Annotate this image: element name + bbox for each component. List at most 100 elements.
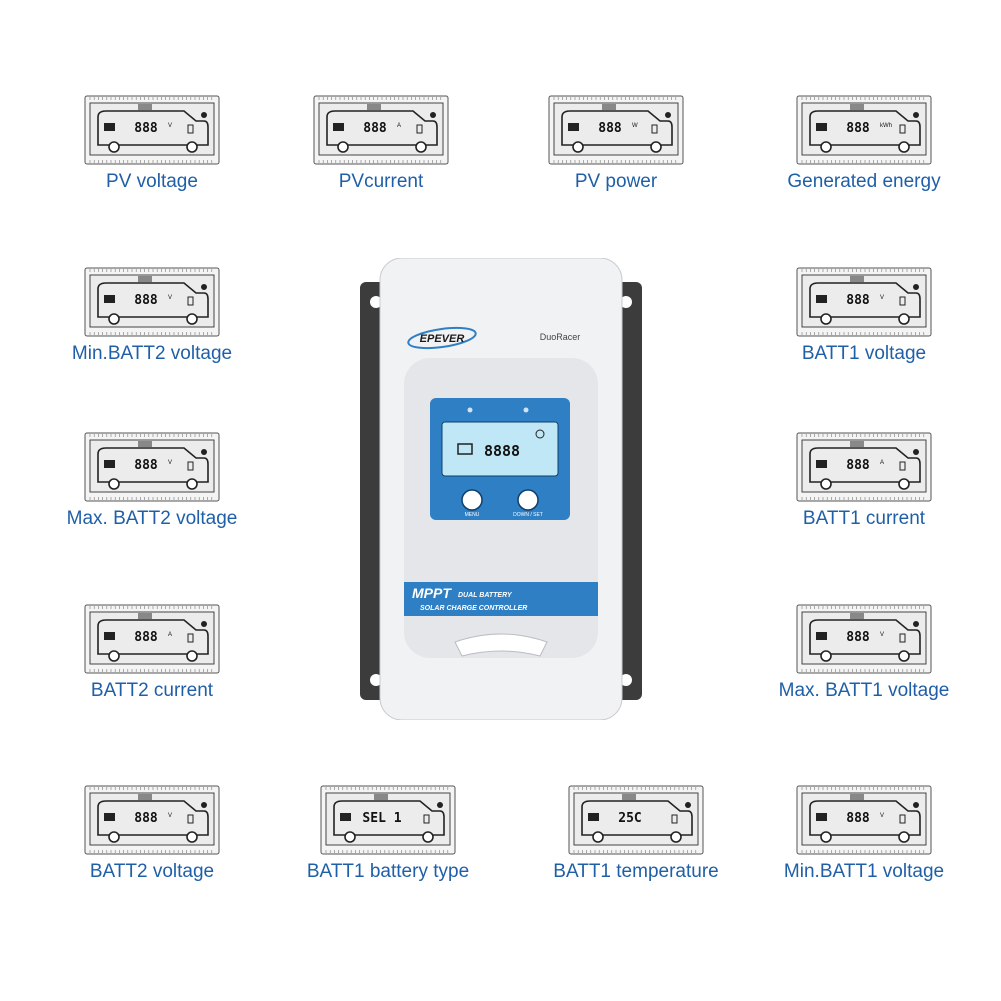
- battery-small-icon: [651, 124, 658, 134]
- battery-small-icon: [899, 814, 906, 824]
- solar-panel-icon: [138, 794, 152, 800]
- solar-panel-icon: [138, 276, 152, 282]
- lcd-digits: 888: [134, 121, 158, 136]
- sun-icon: [913, 802, 919, 808]
- battery-icon: [340, 813, 351, 821]
- sun-icon: [201, 802, 207, 808]
- device-lcd: [441, 421, 559, 477]
- wheel-icon: [108, 478, 120, 490]
- van-outline-icon: [809, 110, 921, 146]
- lcd-unit: V: [880, 295, 884, 301]
- lcd-digits: 888: [846, 293, 870, 308]
- lcd-digits: 888: [846, 121, 870, 136]
- lcd-screen: SEL 1: [320, 785, 456, 855]
- van-outline-icon: [581, 800, 693, 836]
- screen-min-batt1-voltage: 888 V Min.BATT1 voltage: [754, 785, 974, 883]
- lcd-screen: 888 V: [796, 785, 932, 855]
- van-outline-icon: [809, 447, 921, 483]
- lcd-digits: 888: [846, 811, 870, 826]
- battery-small-icon: [899, 124, 906, 134]
- brand-logo: EPEVER: [420, 333, 465, 345]
- van-outline-icon: [97, 800, 209, 836]
- solar-panel-icon: [138, 613, 152, 619]
- battery-small-icon: [423, 814, 430, 824]
- screen-caption: PV voltage: [106, 171, 198, 192]
- screen-batt1-voltage: 888 V BATT1 voltage: [754, 267, 974, 365]
- battery-small-icon: [187, 814, 194, 824]
- sun-icon: [665, 112, 671, 118]
- down-set-button[interactable]: [517, 489, 539, 511]
- wheel-icon: [186, 478, 198, 490]
- battery-small-icon: [187, 461, 194, 471]
- van-outline-icon: [333, 800, 445, 836]
- screen-caption: Min.BATT1 voltage: [783, 861, 945, 882]
- wheel-icon: [898, 141, 910, 153]
- solar-panel-icon: [367, 104, 381, 110]
- lcd-digits: 888: [134, 811, 158, 826]
- banner-solar-charge-controller: SOLAR CHARGE CONTROLLER: [420, 605, 527, 612]
- screen-caption: BATT2 current: [90, 680, 214, 701]
- screen-caption: Max. BATT2 voltage: [66, 508, 238, 529]
- wheel-icon: [186, 141, 198, 153]
- battery-small-icon: [899, 633, 906, 643]
- battery-icon: [816, 632, 827, 640]
- screen-caption: Max. BATT1 voltage: [778, 680, 950, 701]
- battery-icon: [333, 123, 344, 131]
- van-outline-icon: [809, 619, 921, 655]
- sun-icon: [201, 621, 207, 627]
- screen-caption: Generated energy: [787, 171, 941, 192]
- wheel-icon: [650, 141, 662, 153]
- sun-icon: [430, 112, 436, 118]
- wheel-icon: [820, 478, 832, 490]
- lcd-unit: W: [632, 123, 638, 129]
- lcd-digits: 888: [134, 458, 158, 473]
- lcd-unit: V: [168, 460, 172, 466]
- wheel-icon: [344, 831, 356, 843]
- battery-small-icon: [899, 296, 906, 306]
- wheel-icon: [820, 141, 832, 153]
- lcd-digits: 888: [134, 630, 158, 645]
- battery-small-icon: [187, 296, 194, 306]
- lcd-unit: A: [397, 123, 401, 129]
- menu-label: MENU: [465, 512, 480, 518]
- banner-mppt: MPPT: [412, 585, 452, 601]
- battery-icon: [816, 295, 827, 303]
- solar-panel-icon: [850, 794, 864, 800]
- lcd-digits: 888: [363, 121, 387, 136]
- wheel-icon: [592, 831, 604, 843]
- device-lcd-digits: 8888: [484, 442, 520, 460]
- van-outline-icon: [97, 110, 209, 146]
- wheel-icon: [820, 650, 832, 662]
- screen-batt2-current: 888 A BATT2 current: [42, 604, 262, 702]
- lcd-unit: V: [880, 813, 884, 819]
- battery-small-icon: [671, 814, 678, 824]
- solar-panel-icon: [850, 613, 864, 619]
- wheel-icon: [337, 141, 349, 153]
- lcd-screen: 888 A: [84, 604, 220, 674]
- lcd-digits: SEL 1: [362, 811, 401, 826]
- product-banner: [404, 582, 598, 616]
- battery-small-icon: [187, 633, 194, 643]
- lcd-unit: V: [168, 123, 172, 129]
- wheel-icon: [820, 313, 832, 325]
- battery-icon: [816, 813, 827, 821]
- sun-icon: [437, 802, 443, 808]
- van-outline-icon: [97, 447, 209, 483]
- menu-button[interactable]: [461, 489, 483, 511]
- lcd-digits: 888: [134, 293, 158, 308]
- screen-caption: BATT1 voltage: [801, 343, 927, 364]
- lcd-unit: A: [168, 632, 172, 638]
- lcd-unit: kWh: [880, 123, 892, 129]
- sun-icon: [685, 802, 691, 808]
- sun-icon: [201, 449, 207, 455]
- solar-panel-icon: [374, 794, 388, 800]
- battery-icon: [104, 123, 115, 131]
